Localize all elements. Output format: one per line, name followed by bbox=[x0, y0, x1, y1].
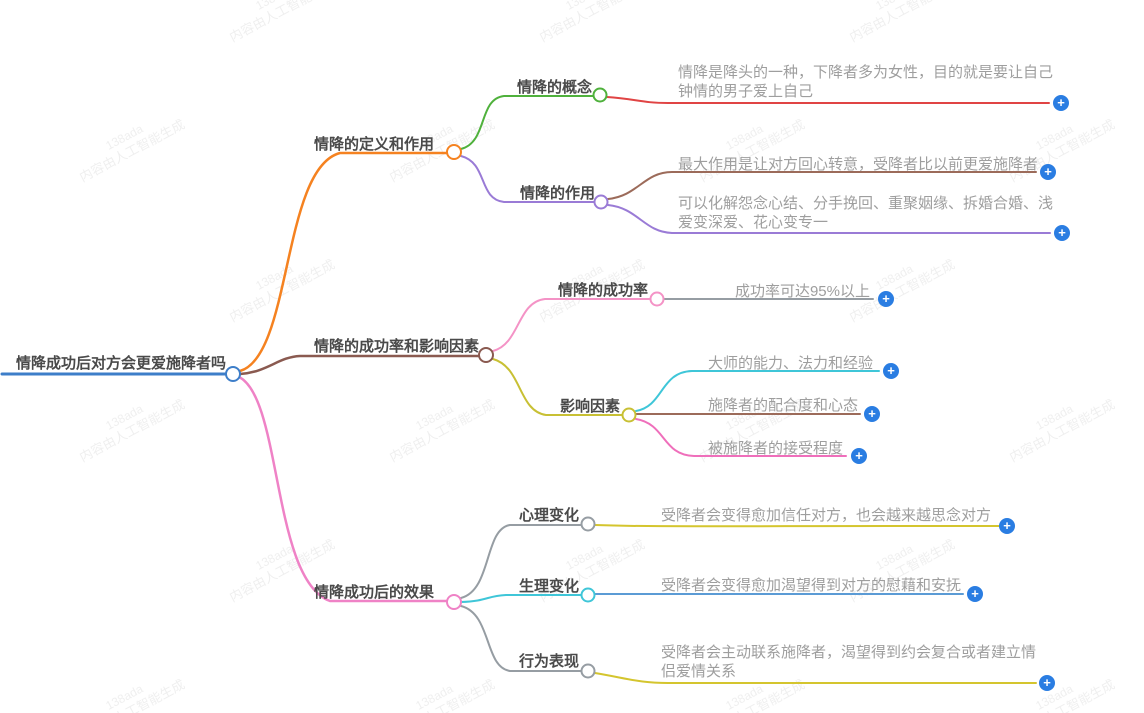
add-button-factor-acceptance[interactable]: + bbox=[851, 448, 867, 464]
leaf-factor-1[interactable]: 大师的能力、法力和经验 bbox=[708, 355, 874, 372]
add-button-psych-detail[interactable]: + bbox=[999, 518, 1015, 534]
edge-root-to-effects bbox=[237, 375, 449, 603]
add-button-concept-detail[interactable]: + bbox=[1053, 95, 1069, 111]
node-concept[interactable]: 情降的概念 bbox=[517, 79, 593, 96]
node-effects[interactable]: 情降成功后的效果 bbox=[314, 584, 435, 601]
leaf-physio-detail[interactable]: 受降者会变得愈加渴望得到对方的慰藉和安抚 bbox=[661, 577, 962, 594]
edge-factors-to-master bbox=[635, 370, 880, 412]
leaf-factor-2[interactable]: 施降者的配合度和心态 bbox=[708, 397, 859, 414]
node-handle-concept[interactable] bbox=[592, 87, 608, 103]
node-handle-definition[interactable] bbox=[446, 144, 462, 160]
node-rate[interactable]: 情降的成功率 bbox=[558, 282, 649, 299]
node-factors[interactable]: 影响因素 bbox=[560, 398, 621, 415]
leaf-role-detail-1[interactable]: 最大作用是让对方回心转意，受降者比以前更爱施降者 bbox=[678, 156, 1039, 173]
leaf-behavior-detail[interactable]: 受降者会主动联系施降者，渴望得到约会复合或者建立情侣爱情关系 bbox=[661, 644, 1037, 680]
edge-effects-to-psych bbox=[460, 524, 582, 599]
edge-role-to-detail-2 bbox=[607, 204, 1051, 234]
edge-effects-to-physio bbox=[460, 594, 582, 603]
leaf-role-detail-2[interactable]: 可以化解怨念心结、分手挽回、重聚姻缘、拆婚合婚、浅爱变深爱、花心变专一 bbox=[678, 195, 1054, 231]
node-physio[interactable]: 生理变化 bbox=[519, 578, 580, 595]
node-handle-behavior[interactable] bbox=[580, 663, 596, 679]
add-button-factor-cooperation[interactable]: + bbox=[864, 406, 880, 422]
node-root[interactable]: 情降成功后对方会更爱施降者吗 bbox=[15, 355, 226, 372]
node-handle-rate[interactable] bbox=[649, 291, 665, 307]
node-handle-psych[interactable] bbox=[580, 516, 596, 532]
node-definition[interactable]: 情降的定义和作用 bbox=[314, 136, 435, 153]
node-role[interactable]: 情降的作用 bbox=[520, 185, 596, 202]
edge-concept-to-detail bbox=[606, 96, 1050, 104]
node-psych[interactable]: 心理变化 bbox=[519, 507, 580, 524]
node-handle-physio[interactable] bbox=[580, 587, 596, 603]
leaf-psych-detail[interactable]: 受降者会变得愈加信任对方，也会越来越思念对方 bbox=[661, 507, 992, 524]
node-success[interactable]: 情降的成功率和影响因素 bbox=[314, 338, 480, 355]
leaf-factor-3[interactable]: 被施降者的接受程度 bbox=[708, 440, 844, 457]
node-behavior[interactable]: 行为表现 bbox=[519, 653, 580, 670]
add-button-role-detail-1[interactable]: + bbox=[1040, 164, 1056, 180]
add-button-physio-detail[interactable]: + bbox=[967, 586, 983, 602]
add-button-rate-detail[interactable]: + bbox=[878, 291, 894, 307]
node-handle-success[interactable] bbox=[478, 347, 494, 363]
node-handle-factors[interactable] bbox=[621, 407, 637, 423]
edge-role-to-detail-1 bbox=[607, 171, 1037, 200]
edge-effects-to-behavior bbox=[460, 605, 582, 672]
add-button-behavior-detail[interactable]: + bbox=[1039, 675, 1055, 691]
node-handle-root[interactable] bbox=[225, 366, 241, 382]
edge-definition-to-concept bbox=[460, 95, 594, 150]
edge-root-to-success bbox=[238, 354, 481, 376]
leaf-concept-detail[interactable]: 情降是降头的一种，下降者多为女性，目的就是要让自己钟情的男子爱上自己 bbox=[678, 64, 1054, 100]
edge-success-to-rate bbox=[492, 298, 651, 352]
edge-success-to-factors bbox=[492, 358, 623, 416]
node-handle-role[interactable] bbox=[593, 194, 609, 210]
edge-root-to-definition bbox=[238, 151, 449, 373]
add-button-role-detail-2[interactable]: + bbox=[1054, 225, 1070, 241]
edge-factors-to-acceptance bbox=[635, 418, 847, 457]
edge-psych-to-detail bbox=[594, 524, 1000, 528]
edge-behavior-to-detail bbox=[594, 672, 1037, 684]
leaf-rate-detail[interactable]: 成功率可达95%以上 bbox=[734, 283, 870, 300]
node-handle-effects[interactable] bbox=[446, 594, 462, 610]
add-button-factor-master[interactable]: + bbox=[883, 363, 899, 379]
edge-definition-to-role bbox=[460, 155, 595, 203]
